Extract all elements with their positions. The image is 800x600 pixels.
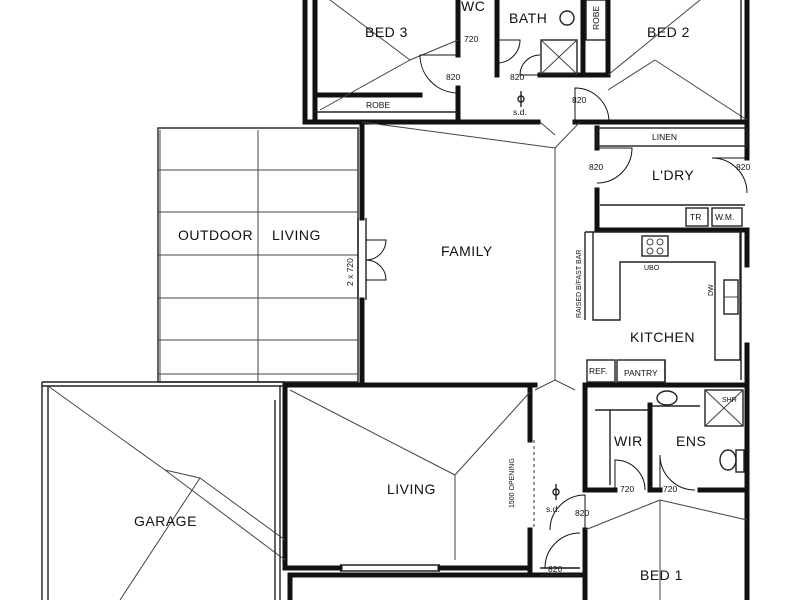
dim-820-living: 820 [575, 508, 589, 518]
label-opening: 1500 OPENING [509, 458, 516, 508]
label-garage: GARAGE [134, 513, 197, 529]
dimension-labels: 720 820 820 s.d. 820 820 820 2 x 720 720… [345, 34, 750, 574]
label-tr: TR [690, 212, 701, 222]
dim-720-wir: 720 [620, 484, 634, 494]
dim-sd-top: s.d. [513, 107, 527, 117]
label-robe-top: ROBE [591, 6, 601, 30]
label-dw: DW [708, 284, 715, 296]
label-bath: BATH [509, 10, 547, 26]
label-ref: REF. [589, 366, 607, 376]
dim-820-bed3: 820 [446, 72, 460, 82]
dim-820-ldry-right: 820 [736, 162, 750, 172]
label-linen: LINEN [652, 132, 677, 142]
label-wc: WC [461, 0, 485, 14]
label-robe: ROBE [366, 100, 390, 110]
dim-720-ens: 720 [663, 484, 677, 494]
label-bed1: BED 1 [640, 567, 683, 583]
walls [282, 0, 750, 600]
dim-720-wc: 720 [464, 34, 478, 44]
room-labels: BED 3 WC BATH ROBE BED 2 ROBE LINEN L'DR… [134, 0, 737, 583]
dim-820-bath: 820 [510, 72, 524, 82]
label-raised-bar: RAISED B/FAST BAR [576, 250, 583, 318]
label-living: LIVING [387, 481, 436, 497]
label-ens: ENS [676, 433, 706, 449]
label-wir: WIR [614, 433, 643, 449]
dim-820-bed2: 820 [572, 95, 586, 105]
dim-sd-bottom: s.d. [546, 504, 560, 514]
label-wm: W.M. [715, 212, 734, 222]
label-outdoor: OUTDOOR [178, 227, 253, 243]
door-swings [365, 39, 748, 569]
dim-2x720: 2 x 720 [345, 258, 355, 286]
label-bed3: BED 3 [365, 24, 408, 40]
label-laundry: L'DRY [652, 167, 694, 183]
detail-lines [41, 0, 748, 600]
label-ubo: UBO [644, 265, 660, 272]
dim-820-bottom: 820 [548, 564, 562, 574]
label-family: FAMILY [441, 243, 493, 259]
label-shr: SHR [722, 397, 737, 404]
label-kitchen: KITCHEN [630, 329, 695, 345]
dim-820-ldry-left: 820 [589, 162, 603, 172]
label-outdoor-living: LIVING [272, 227, 321, 243]
label-pantry: PANTRY [624, 368, 658, 378]
label-bed2: BED 2 [647, 24, 690, 40]
